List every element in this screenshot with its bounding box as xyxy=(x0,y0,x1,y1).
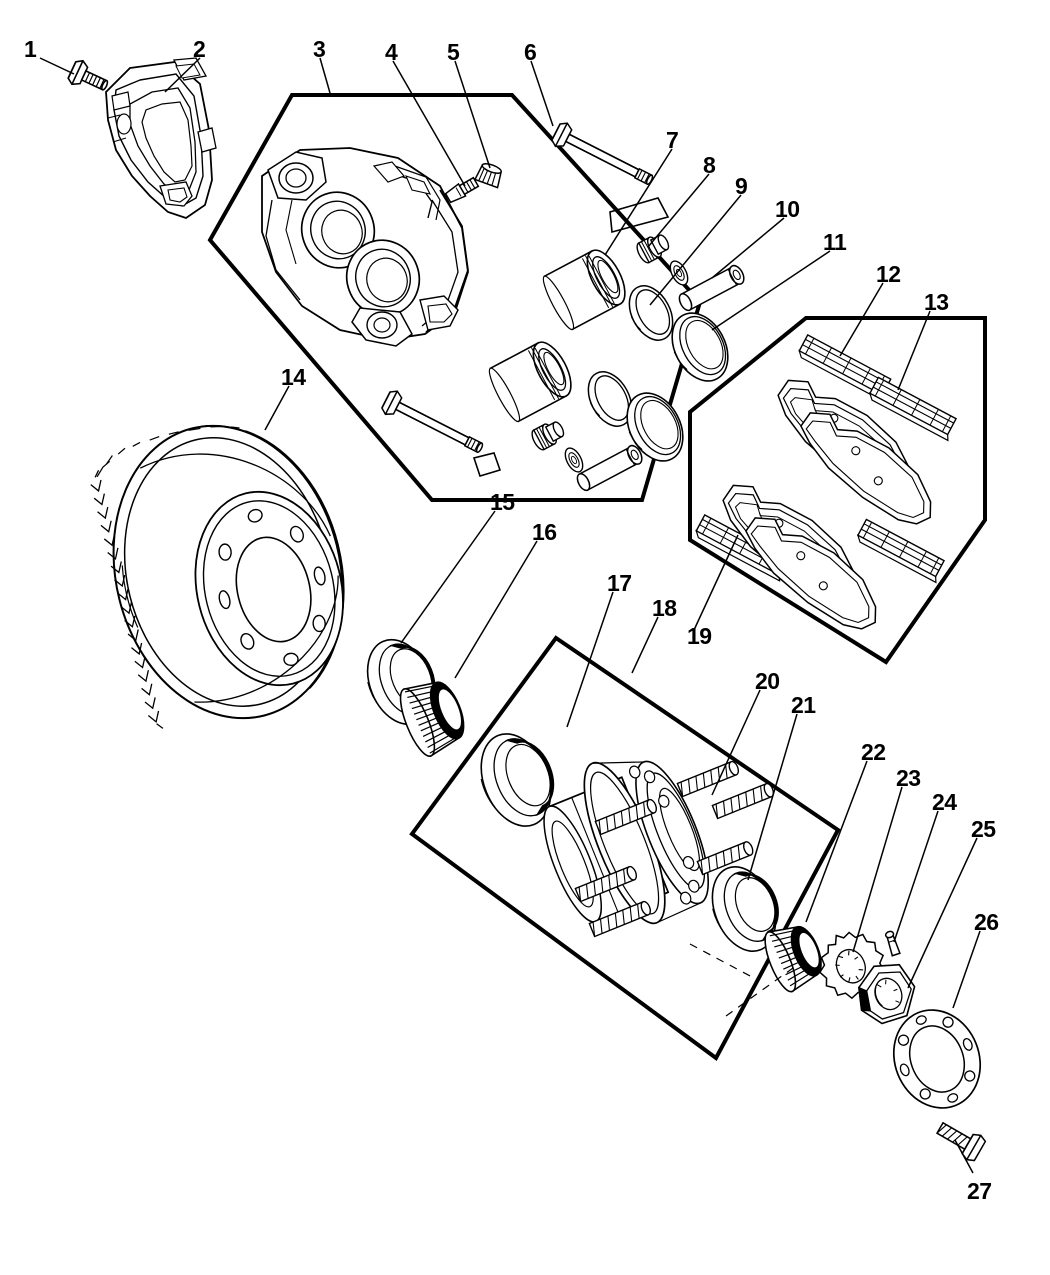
leader-line-11 xyxy=(711,250,831,331)
leader-line-12 xyxy=(839,282,884,357)
leader-line-16 xyxy=(454,540,538,679)
axle-flange-gasket xyxy=(892,1009,982,1109)
callout-number-17: 17 xyxy=(607,570,632,596)
brake-caliper-housing xyxy=(261,147,469,347)
leader-line-19 xyxy=(693,534,739,631)
callout-number-16: 16 xyxy=(532,519,557,545)
callout-number-15: 15 xyxy=(490,489,515,515)
leader-line-24 xyxy=(893,810,939,943)
guide-pin-sleeve-lower xyxy=(576,444,643,492)
leader-line-6 xyxy=(530,60,554,127)
callout-number-9: 9 xyxy=(735,173,748,199)
bleeder-screw xyxy=(444,176,480,204)
callout-number-10: 10 xyxy=(775,196,800,222)
caliper-guide-pin-bolt-lower xyxy=(381,390,484,454)
caliper-group-box xyxy=(207,93,703,502)
leader-line-2 xyxy=(164,57,201,93)
callout-number-14: 14 xyxy=(281,364,306,390)
callout-number-13: 13 xyxy=(924,289,949,315)
callout-number-8: 8 xyxy=(703,152,716,178)
callout-number-1: 1 xyxy=(24,36,37,62)
callout-number-7: 7 xyxy=(666,127,679,153)
callout-number-6: 6 xyxy=(524,39,537,65)
piston-boot-retainer-upper xyxy=(636,234,689,286)
leader-line-26 xyxy=(952,930,981,1009)
brake-pad-group-box xyxy=(688,316,987,665)
caliper-piston-lower xyxy=(488,341,572,423)
inner-bearing-cone xyxy=(764,925,822,993)
callout-number-18: 18 xyxy=(652,595,677,621)
leader-line-27 xyxy=(954,1139,974,1174)
callout-number-11: 11 xyxy=(823,229,847,255)
leader-line-17 xyxy=(566,591,614,728)
leader-line-9 xyxy=(649,194,742,306)
leader-line-8 xyxy=(647,173,710,248)
vented-brake-rotor xyxy=(90,424,345,729)
leader-line-23 xyxy=(852,786,903,953)
leader-line-3 xyxy=(319,57,331,94)
spindle-lock-nut xyxy=(858,963,916,1025)
leader-line-21 xyxy=(747,713,798,881)
outer-bearing-cone xyxy=(399,681,465,758)
leader-line-5 xyxy=(454,60,491,169)
callout-number-22: 22 xyxy=(861,739,886,765)
callout-number-5: 5 xyxy=(447,39,460,65)
leader-line-13 xyxy=(897,310,931,391)
guide-pin-sleeve-upper xyxy=(678,264,745,312)
callout-number-21: 21 xyxy=(791,692,816,718)
callout-number-27: 27 xyxy=(967,1178,992,1204)
callout-leader-lines xyxy=(39,57,981,1174)
leader-line-14 xyxy=(264,385,290,431)
hidden-projection-lines xyxy=(689,943,801,1017)
callout-number-23: 23 xyxy=(896,765,921,791)
callout-number-20: 20 xyxy=(755,668,780,694)
hub-group-box xyxy=(409,635,841,1061)
leader-line-20 xyxy=(711,689,761,796)
piston-square-seal-lower xyxy=(587,371,633,427)
leader-line-25 xyxy=(907,837,978,989)
leader-line-10 xyxy=(711,217,785,279)
leader-line-15 xyxy=(400,510,496,644)
caliper-mounting-bolt xyxy=(67,59,109,91)
callout-number-24: 24 xyxy=(932,789,957,815)
brake-pad-set xyxy=(722,379,932,630)
callout-number-4: 4 xyxy=(385,39,398,65)
callout-number-2: 2 xyxy=(193,36,206,62)
piston-dust-boot-lower xyxy=(626,392,684,462)
callout-number-26: 26 xyxy=(974,909,999,935)
piston-square-seal-upper xyxy=(628,285,674,341)
leader-line-4 xyxy=(392,60,466,187)
caliper-adapter-bracket xyxy=(105,57,217,219)
leader-line-22 xyxy=(805,760,868,923)
callout-number-19: 19 xyxy=(687,623,712,649)
axle-flange-bolt xyxy=(935,1121,987,1162)
hub-outer-bearing-cup xyxy=(480,733,555,827)
wheel-studs xyxy=(574,760,775,938)
leader-line-18 xyxy=(631,616,659,674)
piston-boot-retainer-lower xyxy=(531,421,584,473)
hub-inner-bearing-cup xyxy=(711,865,779,953)
callout-number-25: 25 xyxy=(971,816,996,842)
caliper-piston-upper xyxy=(542,249,626,331)
leader-line-7 xyxy=(604,148,673,256)
group-outlines xyxy=(207,93,987,1061)
bleeder-screw-cap xyxy=(473,162,503,189)
callout-number-3: 3 xyxy=(313,36,326,62)
leader-line-1 xyxy=(39,57,75,75)
callout-number-12: 12 xyxy=(876,261,901,287)
guide-pin-witness-line xyxy=(472,197,670,477)
pad-retainer-springs xyxy=(695,334,958,584)
adjusting-pin xyxy=(884,930,901,957)
piston-dust-boot-upper xyxy=(671,312,729,382)
caliper-guide-pin-bolt-upper xyxy=(551,122,654,186)
